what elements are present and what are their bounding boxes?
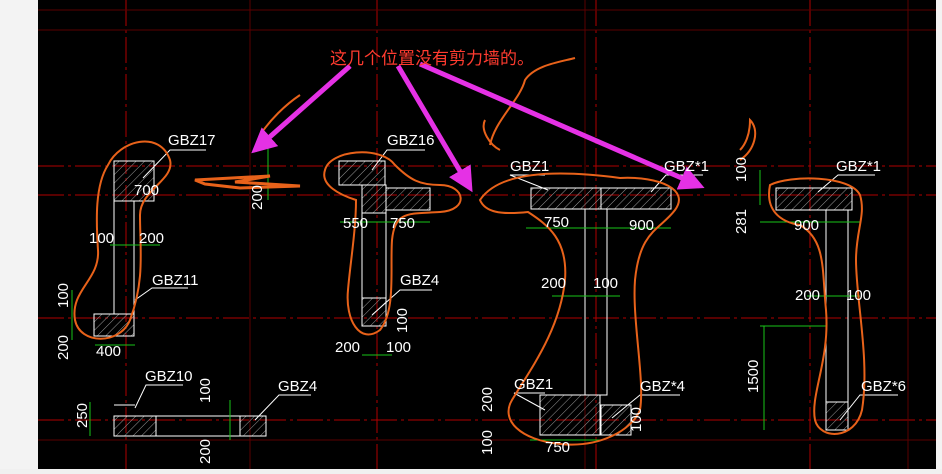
- dim-200-gbz1-vert: 200: [479, 387, 496, 412]
- dim-200-mid: 200: [335, 339, 360, 356]
- dim-1500: 1500: [745, 360, 762, 393]
- dim-100-midvert: 100: [394, 308, 411, 333]
- dim-200-leftvert: 200: [55, 335, 72, 360]
- label-gbz11: GBZ11: [152, 272, 198, 289]
- wall-gbz16: [338, 160, 431, 327]
- label-leaders: [134, 149, 898, 421]
- label-gbz16: GBZ16: [387, 132, 435, 149]
- dim-100-right: 100: [846, 287, 871, 304]
- label-gbz1-bottom: GBZ1: [514, 376, 553, 393]
- label-gbz17: GBZ17: [168, 132, 216, 149]
- dim-100-leftvert: 100: [55, 283, 72, 308]
- dim-700: 700: [134, 182, 159, 199]
- dim-100-mid: 100: [386, 339, 411, 356]
- dim-100-star4: 100: [628, 407, 645, 432]
- orange-markup: [73, 57, 866, 446]
- dim-100-left: 100: [89, 230, 114, 247]
- annotation-text: 这几个位置没有剪力墙的。: [330, 49, 534, 69]
- dim-200-right: 200: [795, 287, 820, 304]
- dim-550: 550: [343, 215, 368, 232]
- right-gutter: [936, 0, 942, 469]
- label-gbz-star1-mid: GBZ*1: [664, 158, 709, 175]
- dim-400: 400: [96, 343, 121, 360]
- cad-drawing: 这几个位置没有剪力墙的。 GBZ17 GBZ16 GBZ1 GBZ*1 GBZ*…: [38, 0, 936, 469]
- wall-gbz10: [113, 404, 267, 437]
- dim-250: 250: [74, 403, 91, 428]
- annotation-arrows: [251, 61, 705, 193]
- dimension-lines: [71, 145, 860, 441]
- axis-grid: [38, 0, 936, 469]
- dim-100-right-top: 100: [733, 157, 750, 182]
- label-gbz4-bottom: GBZ4: [278, 378, 317, 395]
- label-gbz1-top: GBZ1: [510, 158, 549, 175]
- label-gbz10: GBZ10: [145, 368, 193, 385]
- label-gbz-star6: GBZ*6: [861, 378, 906, 395]
- dim-200-left: 200: [139, 230, 164, 247]
- wall-gbz-star1-right: [775, 187, 853, 431]
- dim-750-gbz1: 750: [544, 214, 569, 231]
- dim-200-vert: 200: [249, 185, 266, 210]
- dim-900-gbz1: 900: [629, 217, 654, 234]
- label-gbz-star4: GBZ*4: [640, 378, 685, 395]
- cad-drawing-canvas[interactable]: 这几个位置没有剪力墙的。 GBZ17 GBZ16 GBZ1 GBZ*1 GBZ*…: [38, 0, 936, 469]
- dim-200-gbz10: 200: [197, 439, 214, 464]
- dim-281: 281: [733, 209, 750, 234]
- label-gbz-star1-right: GBZ*1: [836, 158, 881, 175]
- dim-750-bottom: 750: [545, 439, 570, 456]
- dim-750-mid: 750: [390, 215, 415, 232]
- dim-100-gbz1-vert: 100: [479, 430, 496, 455]
- dim-100-gbz1: 100: [593, 275, 618, 292]
- dim-200-gbz1: 200: [541, 275, 566, 292]
- dim-900-right: 900: [794, 217, 819, 234]
- left-panel: [0, 0, 39, 469]
- wall-gbz1: [530, 187, 672, 436]
- label-gbz4-mid: GBZ4: [400, 272, 439, 289]
- dim-100-gbz10: 100: [197, 378, 214, 403]
